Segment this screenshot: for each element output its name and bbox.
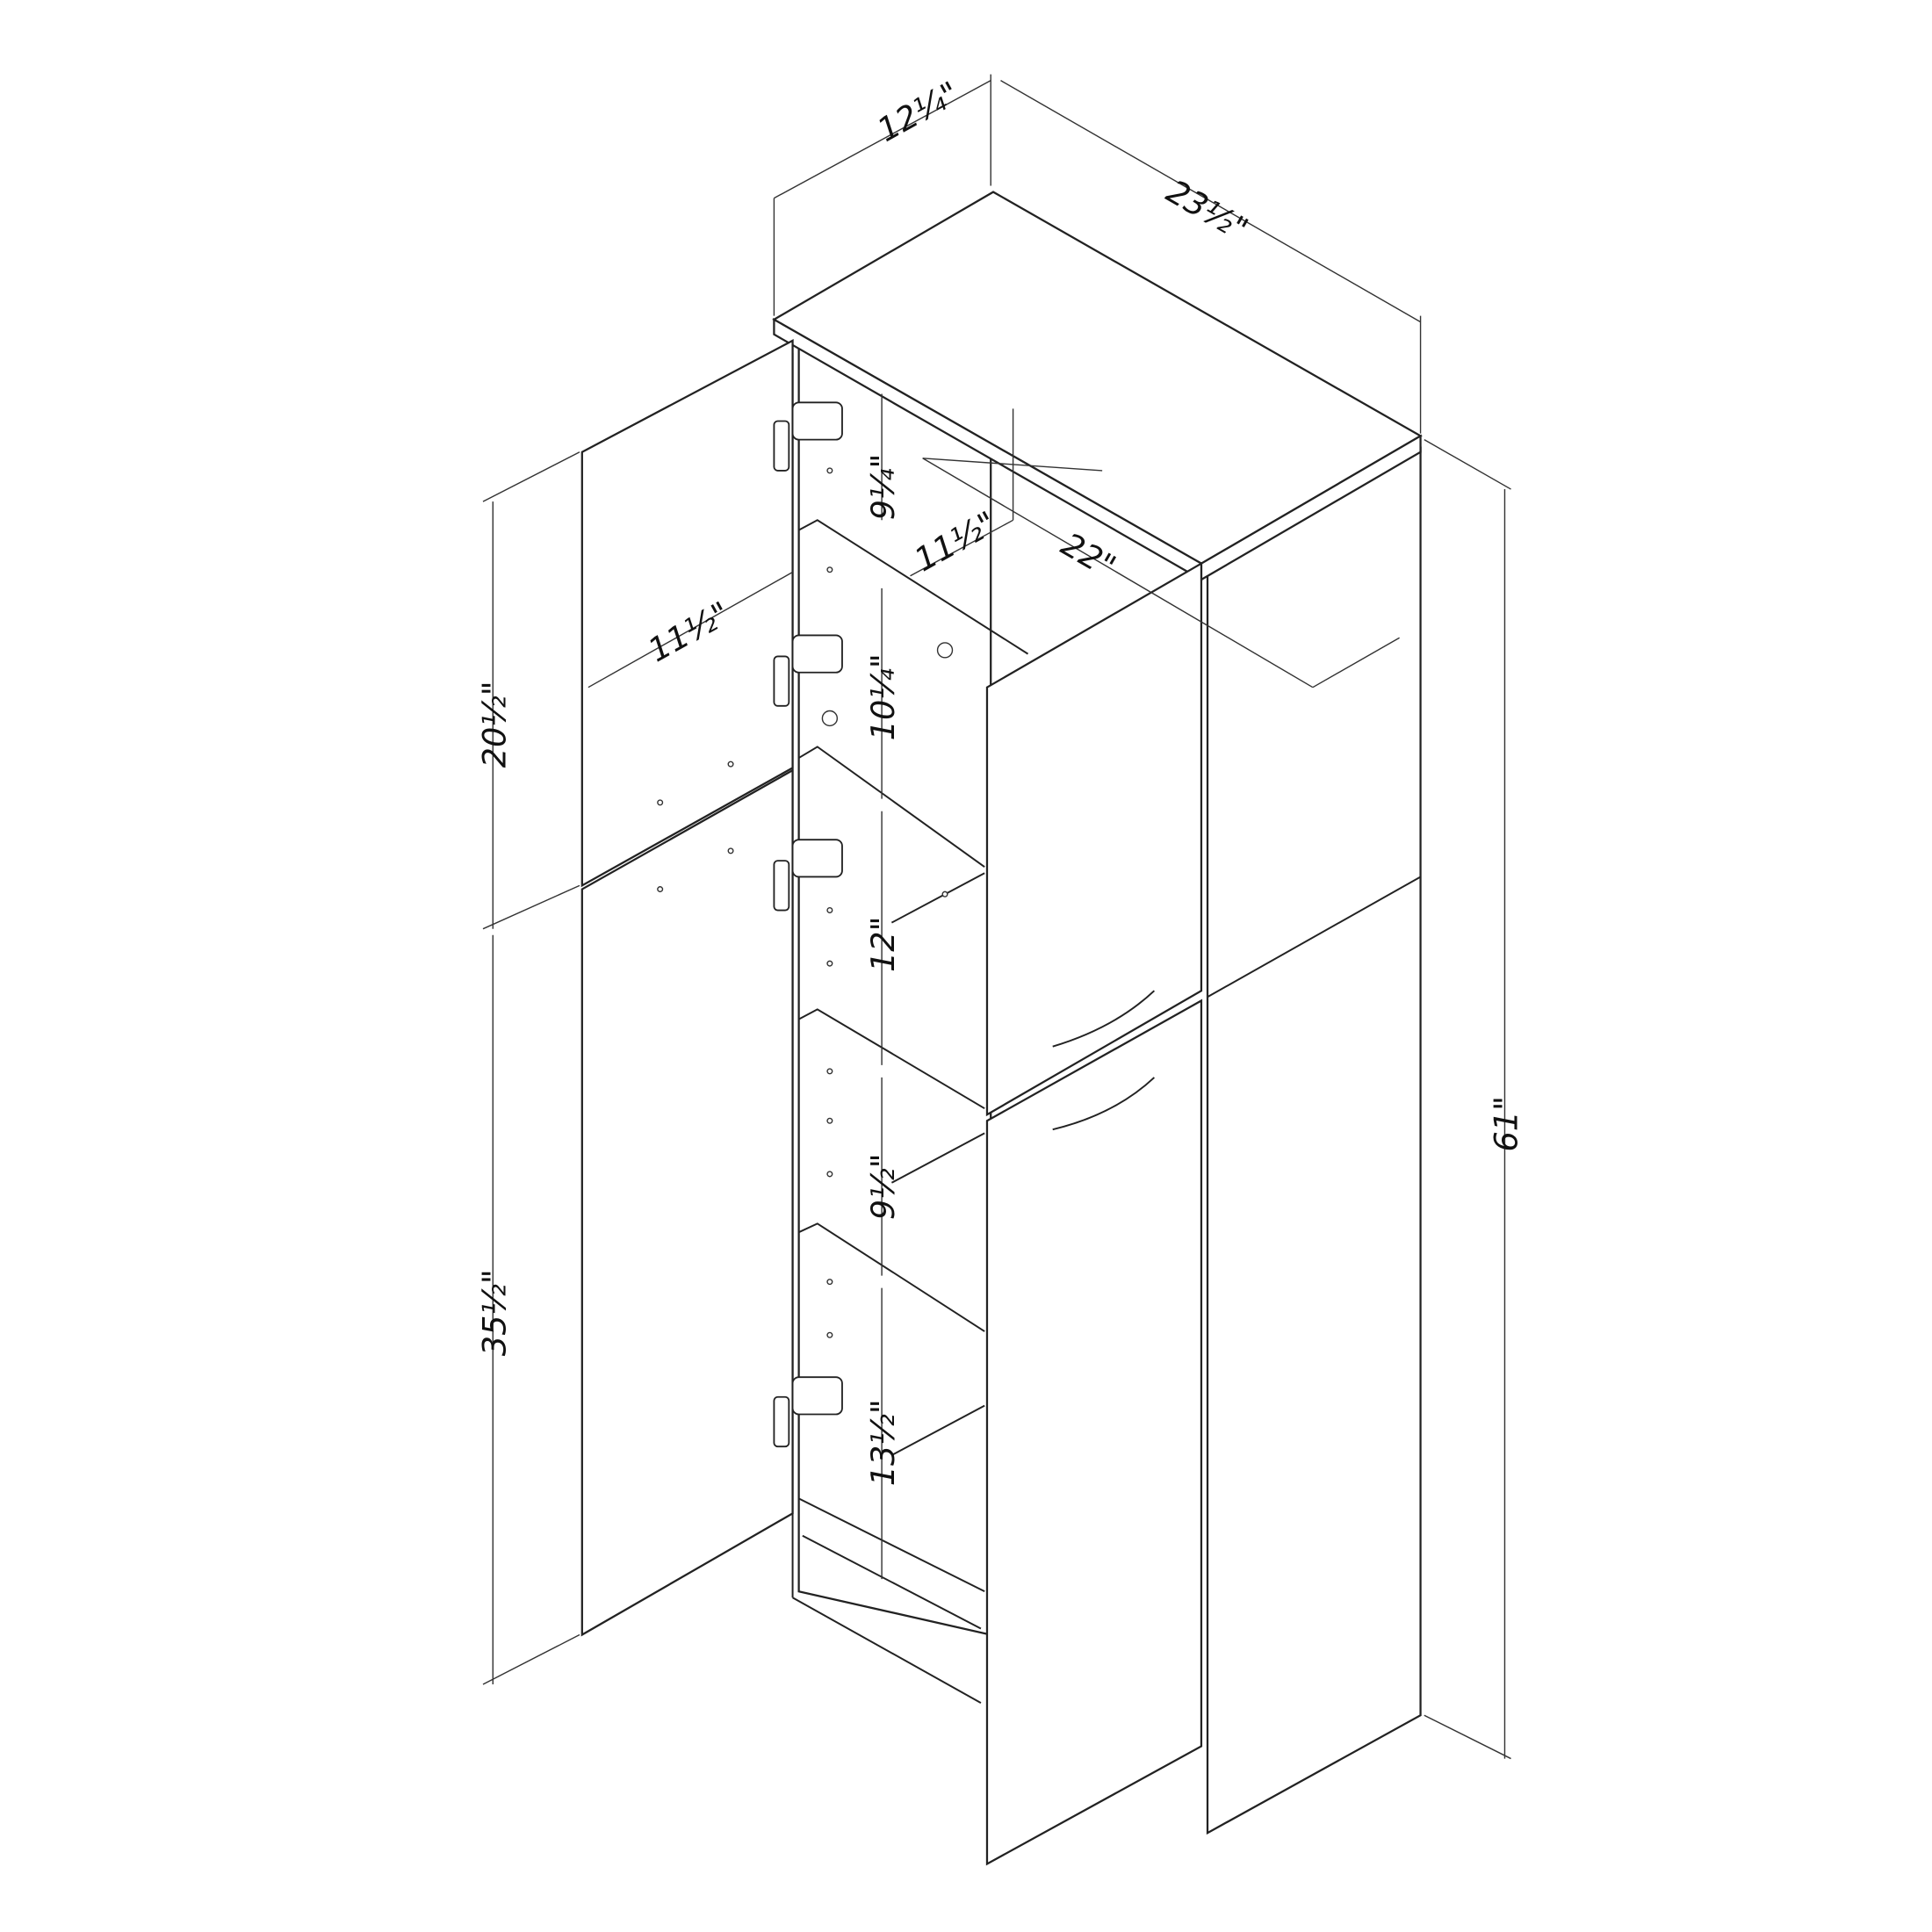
dim-upper-door-height: 20½" — [475, 681, 513, 768]
dim-shelf-2-height: 10¼" — [864, 653, 902, 740]
upper-door-handle[interactable] — [1052, 990, 1156, 1048]
dim-shelf-5-height: 13½" — [864, 1399, 902, 1486]
dimension-lines — [482, 74, 1511, 1760]
lower-door-handle[interactable] — [1052, 1077, 1156, 1131]
shelf-pin-holes — [657, 467, 954, 1338]
upper-right-door[interactable] — [985, 561, 1203, 1117]
lower-right-door[interactable] — [985, 998, 1203, 1866]
dim-overall-width: 23½" — [1160, 172, 1254, 249]
shelves — [798, 519, 1029, 1593]
dim-top-depth: 12¼" — [871, 74, 965, 149]
right-panel-seam — [1207, 876, 1422, 998]
hinges — [773, 401, 843, 1448]
bottom-edge — [792, 1597, 982, 1704]
hinge-icon — [773, 1395, 790, 1448]
hinge-icon — [773, 655, 790, 707]
dim-shelf-3-height: 12" — [864, 917, 902, 973]
dim-overall-height: 61" — [1488, 1096, 1525, 1152]
right-side-panel — [1206, 446, 1422, 1835]
hinge-icon — [773, 860, 790, 912]
dim-lower-door-height: 35½" — [475, 1269, 513, 1356]
lower-left-door-open[interactable] — [580, 768, 794, 1637]
dim-shelf-1-height: 9¼" — [864, 454, 902, 521]
dim-shelf-4-height: 9½" — [864, 1153, 902, 1220]
hinge-icon — [773, 420, 790, 472]
base-shelf — [802, 1534, 982, 1630]
dim-inner-width: 22" — [1055, 525, 1122, 586]
upper-left-door-open[interactable] — [580, 338, 794, 888]
